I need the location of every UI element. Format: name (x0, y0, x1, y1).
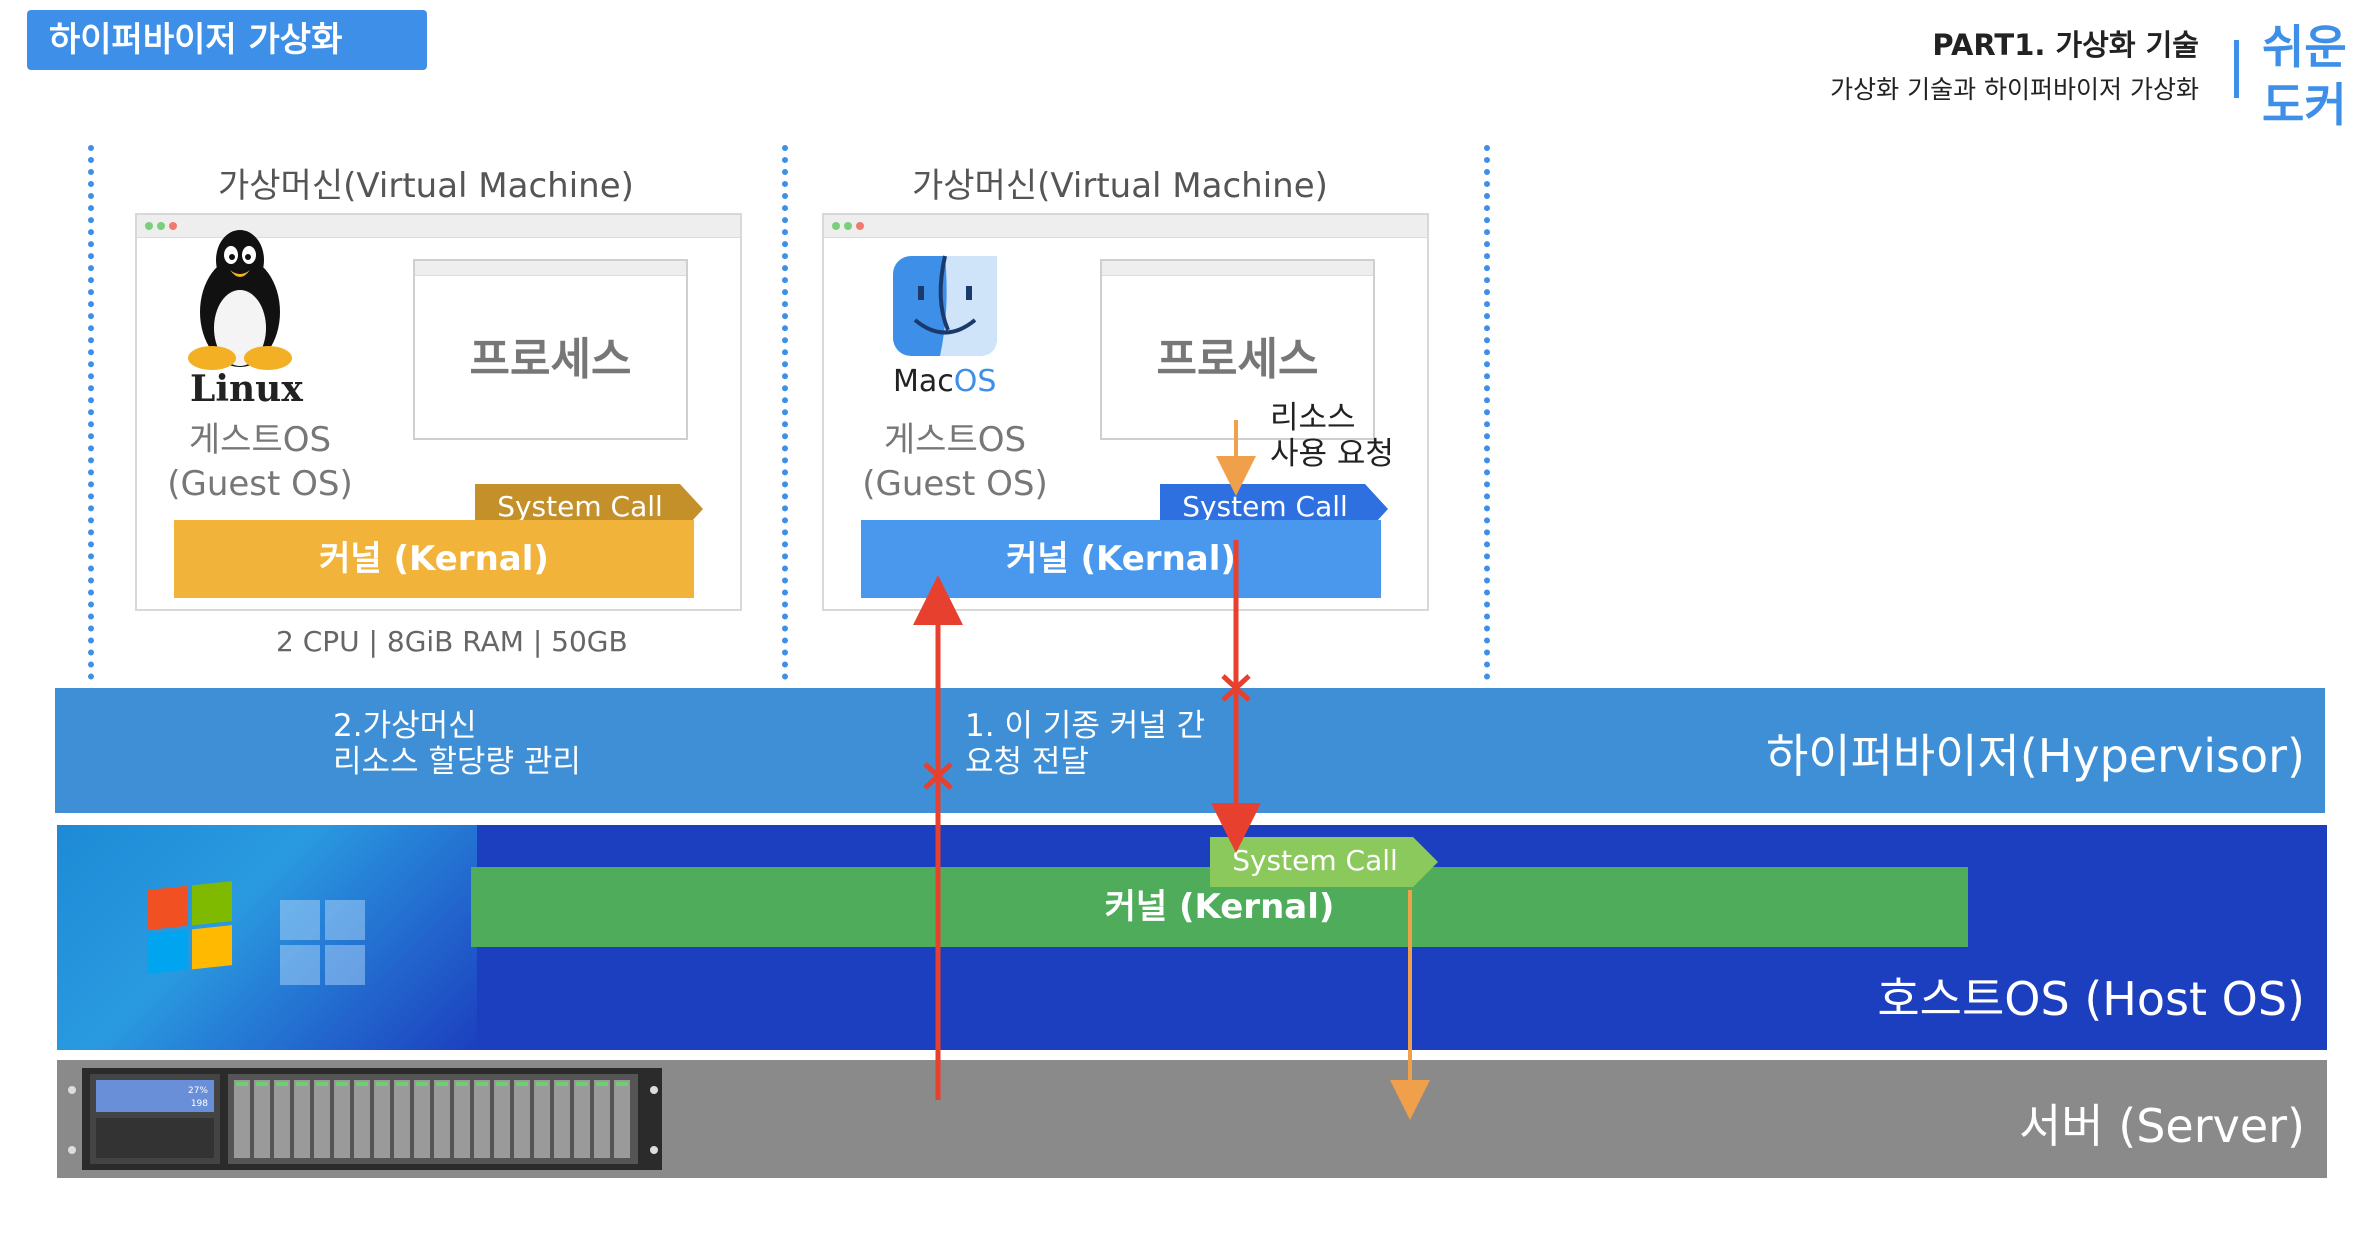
hypervisor-layer (55, 688, 2325, 813)
forward-note-line-1: 1. 이 기종 커널 간 (965, 708, 1206, 744)
drive-bay (334, 1080, 350, 1158)
drive-led (436, 1082, 448, 1086)
drive-bay (274, 1080, 290, 1158)
window-titlebar (824, 215, 1427, 238)
forward-note-line-2: 요청 전달 (965, 744, 1089, 780)
drive-led (396, 1082, 408, 1086)
vm-right-os-label: 게스트OS (Guest OS) (855, 418, 1055, 506)
part-subtitle: 가상화 기술과 하이퍼바이저 가상화 (1830, 75, 2199, 104)
drive-led (556, 1082, 568, 1086)
vm-left-process-label: 프로세스 (469, 334, 632, 385)
linux-wordmark: Linux (190, 368, 303, 410)
hypervisor-note-forward: 1. 이 기종 커널 간 요청 전달 (965, 708, 1205, 780)
drive-bay (234, 1080, 250, 1158)
vm-right-syscall-label: System Call (1182, 490, 1348, 523)
drive-bay (394, 1080, 410, 1158)
vm-right-title: 가상머신(Virtual Machine) (912, 166, 1328, 206)
os-label-line-2: (Guest OS) (167, 464, 353, 504)
vm-left-title: 가상머신(Virtual Machine) (218, 166, 634, 206)
quota-note-line-1: 2.가상머신 (333, 708, 477, 744)
quota-note-line-2: 리소스 할당량 관리 (333, 744, 581, 780)
drive-bay (374, 1080, 390, 1158)
server-label: 서버 (Server) (2018, 1099, 2305, 1153)
drive-bay (574, 1080, 590, 1158)
process-titlebar (1102, 261, 1373, 276)
drive-led (416, 1082, 428, 1086)
drive-bay (454, 1080, 470, 1158)
vm-separator-right (1484, 145, 1490, 680)
vm-separator-left (88, 145, 94, 680)
drive-bay (514, 1080, 530, 1158)
host-os-label: 호스트OS (Host OS) (1877, 972, 2305, 1026)
drive-bay (554, 1080, 570, 1158)
drive-bay (254, 1080, 270, 1158)
drive-led (236, 1082, 248, 1086)
drive-bay (494, 1080, 510, 1158)
hypervisor-label: 하이퍼바이저(Hypervisor) (1765, 729, 2305, 783)
os-label-line-1: 게스트OS (188, 420, 332, 460)
drive-bay (294, 1080, 310, 1158)
drive-bay (354, 1080, 370, 1158)
drive-led (576, 1082, 588, 1086)
brand-divider (2234, 40, 2239, 98)
drive-led (596, 1082, 608, 1086)
drive-led (336, 1082, 348, 1086)
brand-line-2: 도커 (2262, 78, 2347, 132)
brand-line-1: 쉬운 (2262, 20, 2347, 74)
server-panel-value-2: 198 (191, 1099, 208, 1109)
resource-request-note: 리소스 사용 요청 (1270, 400, 1394, 472)
drive-bay (594, 1080, 610, 1158)
drive-led (476, 1082, 488, 1086)
vm-left-syscall-label: System Call (497, 490, 663, 523)
title-badge: 하이퍼바이저 가상화 (27, 10, 427, 70)
part-title: PART1. 가상화 기술 (1932, 28, 2199, 62)
vm-left-kernel: 커널 (Kernal) (174, 520, 694, 598)
os-label-line-1: 게스트OS (883, 420, 1027, 460)
drive-bay (534, 1080, 550, 1158)
drive-led (356, 1082, 368, 1086)
vm-left-spec: 2 CPU | 8GiB RAM | 50GB (276, 625, 628, 658)
windows-wallpaper (57, 825, 477, 1050)
drive-led (316, 1082, 328, 1086)
brand-logo: 쉬운 도커 (2262, 18, 2372, 134)
hypervisor-note-quota: 2.가상머신 리소스 할당량 관리 (333, 708, 581, 780)
drive-led (376, 1082, 388, 1086)
drive-led (496, 1082, 508, 1086)
drive-led (276, 1082, 288, 1086)
vm-left-process-window: 프로세스 (413, 259, 688, 440)
window-titlebar (137, 215, 740, 238)
request-note-line-1: 리소스 (1270, 400, 1356, 436)
drive-bay (314, 1080, 330, 1158)
vm-right-process-label: 프로세스 (1156, 334, 1319, 385)
drive-led (536, 1082, 548, 1086)
server-panel-value-1: 27% (188, 1086, 208, 1096)
drive-led (516, 1082, 528, 1086)
process-titlebar (415, 261, 686, 276)
os-label-line-2: (Guest OS) (862, 464, 1048, 504)
drive-led (456, 1082, 468, 1086)
macos-wordmark-mac: Mac (893, 364, 954, 399)
crossing-mark-1 (1221, 674, 1251, 702)
drive-bay (474, 1080, 490, 1158)
drive-bay (434, 1080, 450, 1158)
drive-led (256, 1082, 268, 1086)
drive-bay (614, 1080, 630, 1158)
vm-separator-middle (782, 145, 788, 680)
macos-wordmark-os: OS (953, 364, 997, 399)
drive-led (296, 1082, 308, 1086)
vm-left-os-label: 게스트OS (Guest OS) (160, 418, 360, 506)
crossing-mark-2 (923, 762, 953, 790)
drive-bay (414, 1080, 430, 1158)
request-note-line-2: 사용 요청 (1270, 436, 1394, 472)
macos-wordmark: MacOS (893, 364, 996, 399)
drive-led (616, 1082, 628, 1086)
